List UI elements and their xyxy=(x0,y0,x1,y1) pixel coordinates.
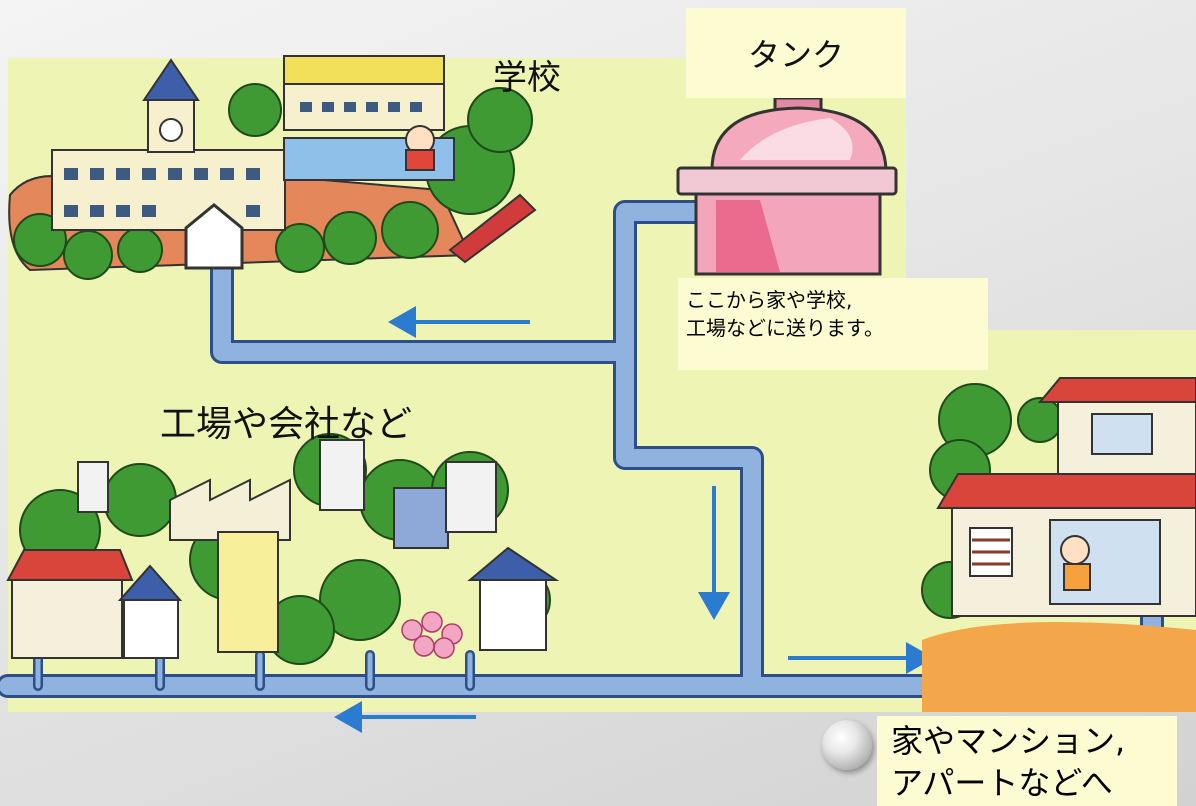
water-pipe-network xyxy=(0,200,1164,698)
flow-arrows xyxy=(334,306,934,733)
tank-caption: ここから家や学校, 工場などに送ります。 xyxy=(678,278,988,370)
factory-town-illustration xyxy=(6,433,560,665)
caption-line-1: ここから家や学校, xyxy=(686,288,853,312)
bullet-icon xyxy=(822,720,872,770)
home-label: 家やマンション, アパートなどへ xyxy=(877,716,1177,806)
house-illustration xyxy=(921,377,1196,712)
caption-line-2: 工場などに送ります。 xyxy=(686,316,884,340)
factory-label: 工場や会社など xyxy=(160,404,413,445)
tank-label: タンク xyxy=(686,8,906,98)
water-tank xyxy=(676,96,898,276)
school-label: 学校 xyxy=(493,58,561,98)
school-illustration xyxy=(8,55,537,280)
home-line-2: アパートなどへ xyxy=(891,764,1113,802)
home-line-1: 家やマンション, xyxy=(891,722,1126,760)
